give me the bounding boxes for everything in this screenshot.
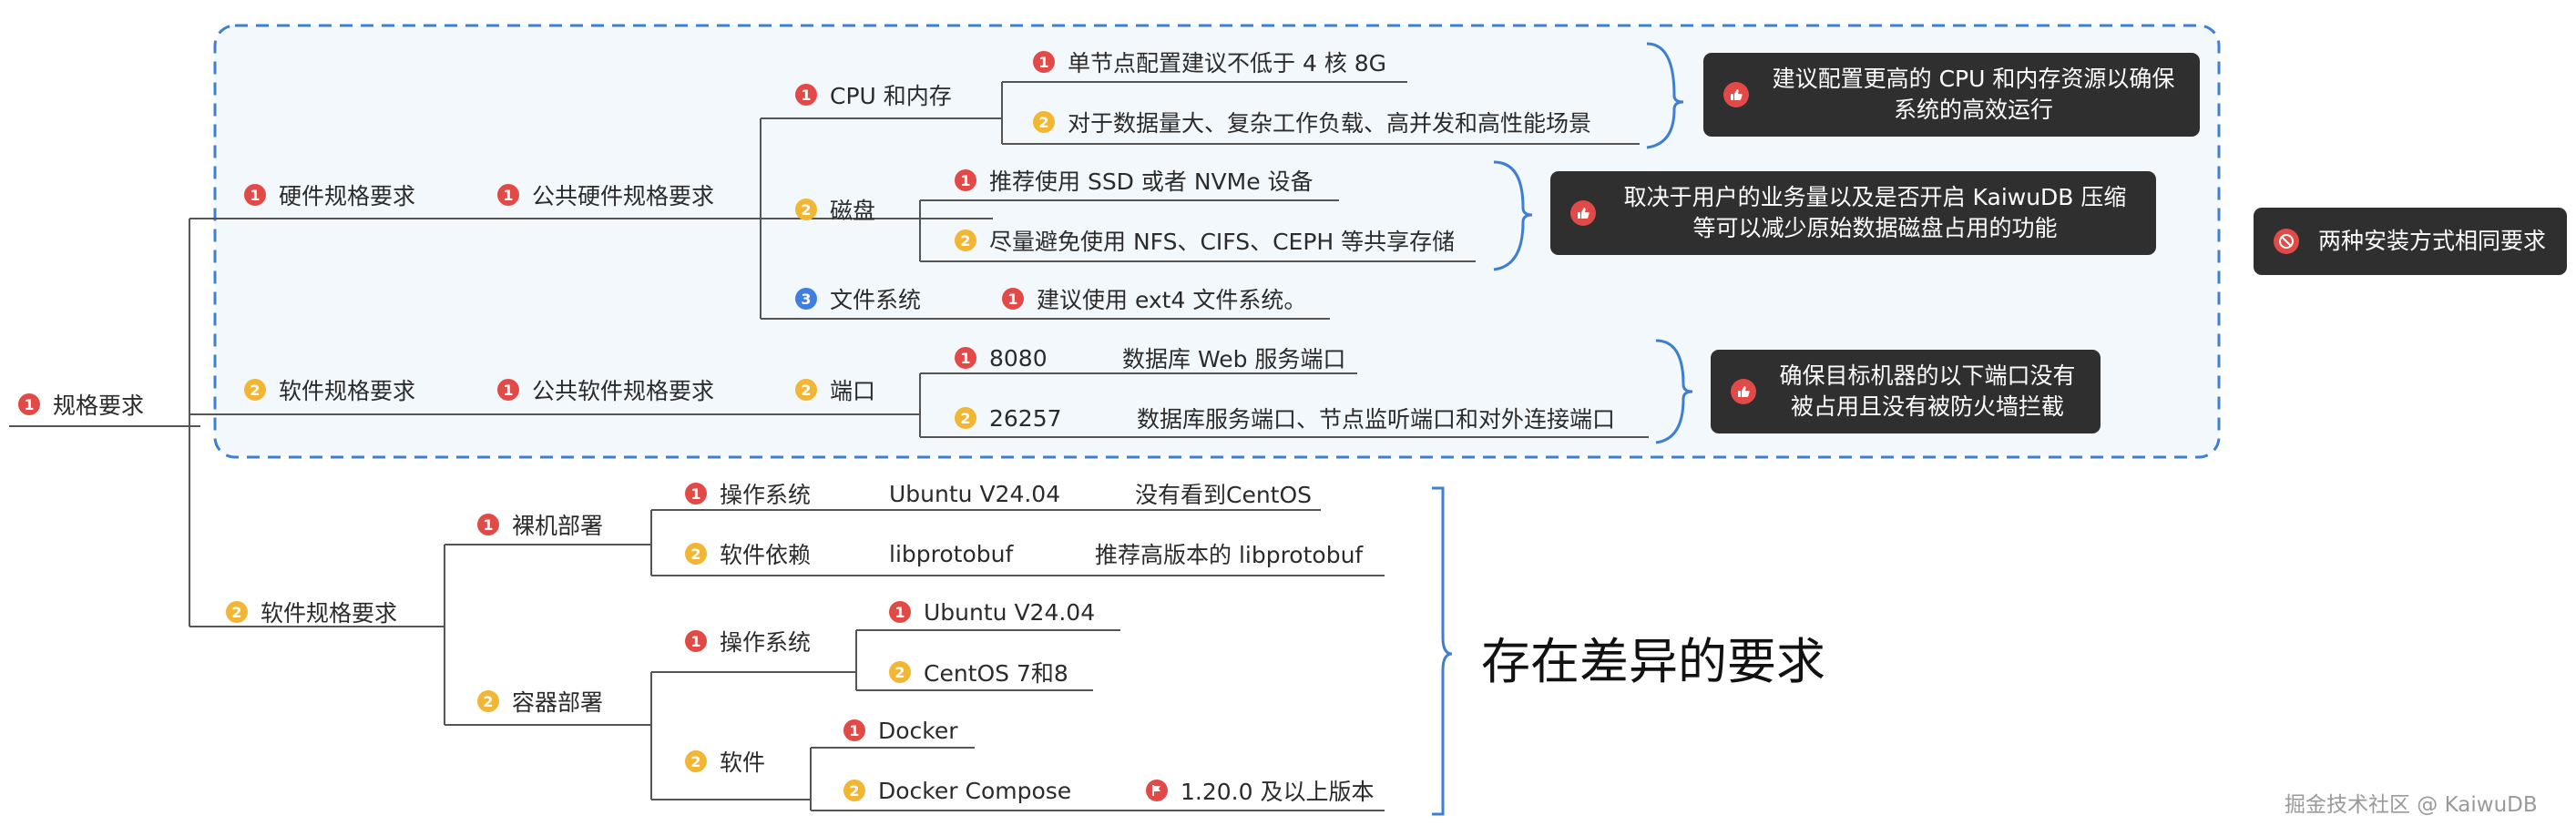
bare-deps-remark: 推荐高版本的 libprotobuf: [1095, 542, 1364, 568]
bare-deps-value: libprotobuf: [889, 540, 1014, 567]
diff-bracket: [1432, 486, 1453, 816]
bare-os-value: Ubuntu V24.04: [889, 480, 1061, 507]
port-bracket: [1655, 339, 1693, 444]
container-sw-node[interactable]: 2 软件: [685, 743, 765, 780]
hardware-node[interactable]: 1 硬件规格要求: [244, 177, 415, 213]
port-note[interactable]: 确保目标机器的以下端口没有被占用且没有被防火墙拦截: [1711, 350, 2101, 433]
thumbs-up-icon: [1570, 200, 1596, 226]
disk-item-2[interactable]: 2 尽量避免使用 NFS、CIFS、CEPH 等共享存储: [955, 222, 1455, 259]
bare-metal-node[interactable]: 1 裸机部署: [477, 506, 603, 543]
cpu-item-2[interactable]: 2 对于数据量大、复杂工作负载、高并发和高性能场景: [1033, 104, 1591, 140]
port-node[interactable]: 2 端口: [795, 372, 875, 408]
docker-compose-version[interactable]: 1.20.0 及以上版本: [1146, 772, 1374, 809]
flag-icon: [1146, 780, 1168, 801]
port-item-1-desc: 数据库 Web 服务端口: [1122, 346, 1346, 372]
watermark: 掘金技术社区 @ KaiwuDB: [2285, 793, 2538, 817]
container-sw-item-2[interactable]: 2 Docker Compose: [843, 772, 1071, 809]
cpu-memory-node[interactable]: 1 CPU 和内存: [795, 76, 952, 113]
container-node[interactable]: 2 容器部署: [477, 683, 603, 719]
prohibited-icon: [2274, 229, 2299, 254]
container-os-node[interactable]: 1 操作系统: [685, 623, 811, 659]
bare-os-remark: 没有看到CentOS: [1135, 482, 1313, 508]
public-hardware-node[interactable]: 1 公共硬件规格要求: [497, 177, 714, 213]
bare-deps-node[interactable]: 2 软件依赖: [685, 535, 811, 572]
container-sw-item-1[interactable]: 1 Docker: [843, 712, 958, 749]
disk-node[interactable]: 2 磁盘: [795, 191, 875, 228]
port-item-2-desc: 数据库服务端口、节点监听端口和对外连接端口: [1137, 406, 1616, 433]
software-diff-node[interactable]: 2 软件规格要求: [226, 594, 397, 630]
disk-note[interactable]: 取决于用户的业务量以及是否开启 KaiwuDB 压缩等可以减少原始数据磁盘占用的…: [1550, 171, 2156, 255]
disk-bracket: [1493, 160, 1533, 271]
cpu-note[interactable]: 建议配置更高的 CPU 和内存资源以确保系统的高效运行: [1703, 53, 2200, 137]
port-item-1[interactable]: 1 8080: [955, 340, 1048, 376]
thumbs-up-icon: [1731, 379, 1756, 404]
thumbs-up-icon: [1723, 82, 1749, 107]
port-item-2[interactable]: 2 26257: [955, 400, 1062, 436]
common-note[interactable]: 两种安装方式相同要求: [2254, 208, 2567, 275]
cpu-item-1[interactable]: 1 单节点配置建议不低于 4 核 8G: [1033, 44, 1386, 80]
filesystem-item-1[interactable]: 1 建议使用 ext4 文件系统。: [1002, 280, 1306, 317]
software-common-node[interactable]: 2 软件规格要求: [244, 372, 415, 408]
container-os-item-1[interactable]: 1 Ubuntu V24.04: [889, 594, 1095, 630]
cpu-bracket: [1646, 42, 1684, 149]
public-software-node[interactable]: 1 公共软件规格要求: [497, 372, 714, 408]
diff-requirements-label: 存在差异的要求: [1481, 633, 1825, 690]
filesystem-node[interactable]: 3 文件系统: [795, 280, 921, 317]
container-os-item-2[interactable]: 2 CentOS 7和8: [889, 654, 1068, 690]
root-node[interactable]: 1 规格要求: [18, 386, 144, 423]
disk-item-1[interactable]: 1 推荐使用 SSD 或者 NVMe 设备: [955, 162, 1314, 199]
bare-os-node[interactable]: 1 操作系统: [685, 475, 811, 512]
